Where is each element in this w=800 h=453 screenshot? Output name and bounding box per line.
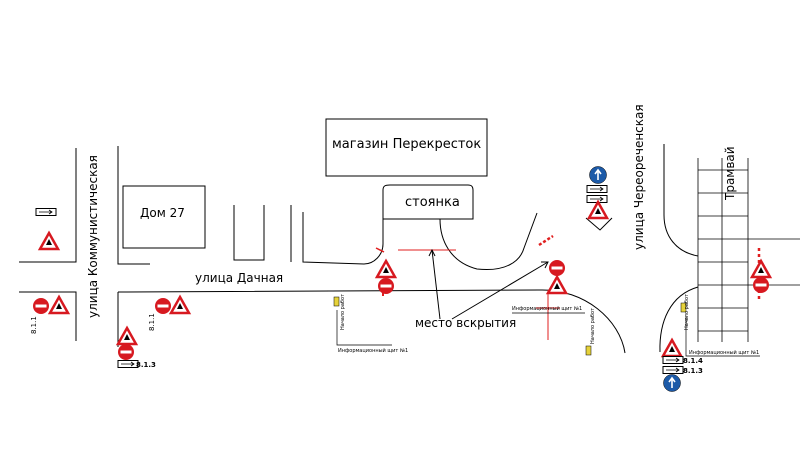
sign-code-814: 8.1.4: [683, 357, 703, 365]
info-board-1-mirror-label: Информационный щит №1: [512, 306, 583, 312]
excavation-label: место вскрытия: [415, 316, 517, 330]
excavation-pointers: [428, 248, 549, 320]
info-board-right-label: Информационный щит №1: [689, 350, 760, 356]
sign-code-813: 8.1.3: [136, 361, 156, 369]
street-dachnaya-label: улица Дачная: [195, 271, 284, 285]
sign-cluster-southwest: [116, 326, 139, 368]
street-kommunisticheskaya-label: улица Коммунистическая: [86, 155, 100, 318]
sign-cluster-north: [586, 165, 609, 220]
sign-cluster-southeast: [661, 338, 684, 393]
work-start-label-3: Начало работ: [684, 294, 690, 330]
house-label: Дом 27: [140, 206, 185, 220]
tram-label: Трамвай: [723, 146, 737, 200]
tram-tracks: [697, 158, 800, 342]
sign-cluster-left-top: [35, 208, 60, 251]
sign-cluster-east: [546, 260, 568, 295]
work-start-label-2: Начало работ: [590, 308, 596, 344]
sign-code-811-left: 8.1.1: [30, 316, 38, 334]
shop-label: магазин Перекресток: [332, 137, 482, 152]
sign-cluster-tram: [750, 259, 772, 293]
work-start-label-1: Начало работ: [340, 294, 346, 330]
parking-outline: [382, 184, 474, 220]
excavation-marks: [375, 234, 761, 340]
parking-label: стоянка: [405, 195, 460, 210]
house-building: [122, 185, 206, 249]
sign-cluster-west: [155, 295, 191, 315]
sign-cluster-left: [33, 295, 70, 315]
info-board-1-label: Информационный щит №1: [338, 348, 409, 354]
sign-code-811-west: 8.1.1: [148, 313, 156, 331]
street-chernorechenskaya-label: улица Череореченская: [632, 104, 646, 250]
shop-building: [325, 118, 488, 177]
sign-code-813-right: 8.1.3: [683, 367, 703, 375]
sign-cluster-center: [375, 259, 397, 294]
